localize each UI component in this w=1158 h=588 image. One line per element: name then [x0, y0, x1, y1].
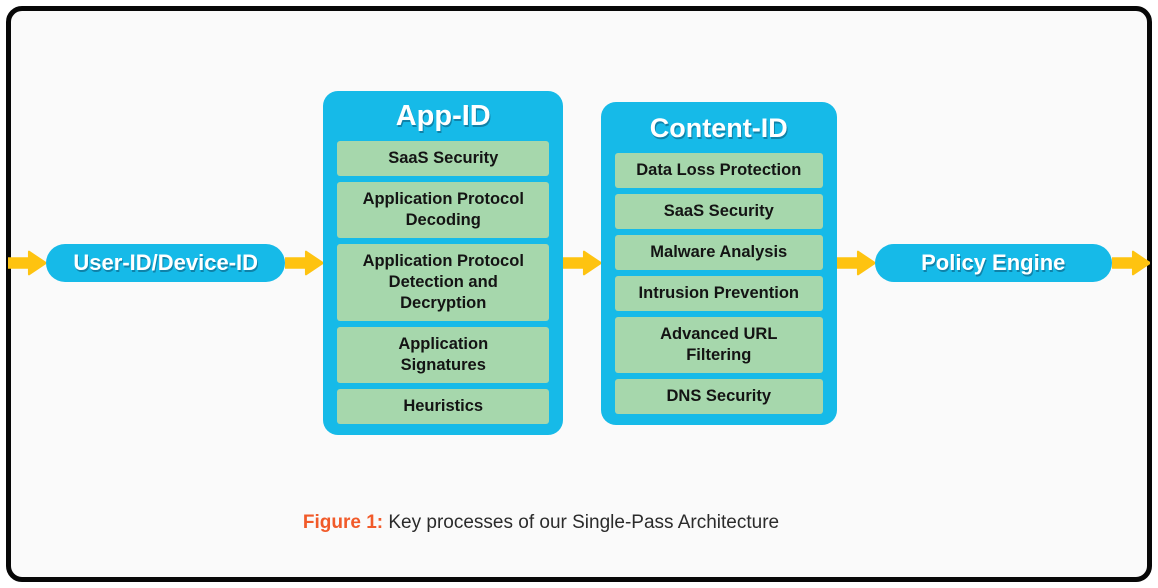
- node-label: User-ID/Device-ID: [73, 250, 259, 275]
- app-id-group: App-ID SaaS Security Application Protoco…: [323, 91, 563, 435]
- content-id-title: Content-ID: [649, 112, 788, 143]
- process-item: Malware Analysis: [615, 234, 823, 270]
- node-policy-engine: Policy Engine: [874, 244, 1112, 282]
- content-id-items: Data Loss Protection SaaS Security Malwa…: [615, 152, 823, 414]
- process-item: Heuristics: [337, 389, 549, 424]
- process-item: SaaS Security: [337, 141, 549, 176]
- process-item: Intrusion Prevention: [615, 275, 823, 311]
- figure-frame: [6, 6, 1152, 582]
- process-item: Application Signatures: [337, 327, 549, 383]
- process-item: Application Protocol Decoding: [337, 182, 549, 238]
- process-item: DNS Security: [615, 378, 823, 414]
- arrow-right-icon: [1112, 250, 1150, 276]
- node-user-id-device-id: User-ID/Device-ID: [46, 244, 286, 282]
- process-item: Data Loss Protection: [615, 152, 823, 188]
- arrow-right-icon: [836, 250, 875, 276]
- figure-caption-text: Key processes of our Single-Pass Archite…: [383, 512, 780, 533]
- app-id-title: App-ID: [395, 100, 491, 132]
- process-item: SaaS Security: [615, 193, 823, 229]
- flow-diagram: User-ID/Device-ID App-ID SaaS Security A…: [8, 91, 1150, 435]
- process-item: Advanced URL Filtering: [615, 316, 823, 373]
- arrow-right-icon: [563, 250, 601, 276]
- figure-caption: Figure 1: Key processes of our Single-Pa…: [0, 512, 1120, 534]
- figure-caption-label: Figure 1:: [302, 512, 384, 533]
- node-label: Policy Engine: [921, 250, 1066, 275]
- content-id-group: Content-ID Data Loss Protection SaaS Sec…: [601, 101, 837, 425]
- process-item: Application Protocol Detection and Decry…: [337, 244, 549, 321]
- arrow-right-icon: [285, 250, 324, 276]
- arrow-right-icon: [8, 250, 46, 276]
- app-id-items: SaaS Security Application Protocol Decod…: [337, 141, 549, 424]
